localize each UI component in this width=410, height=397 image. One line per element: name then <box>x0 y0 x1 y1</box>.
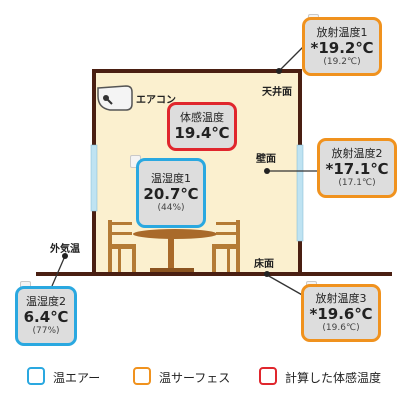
outside-temp-label: 外気温 <box>50 244 80 255</box>
temp-humidity-1-value: 20.7℃ <box>143 185 199 203</box>
temp-humidity-2-box: 温湿度2 6.4℃ (77%) <box>15 286 77 346</box>
radiant-temp-3-value: *19.6℃ <box>309 305 373 323</box>
legend-swatch-air <box>27 367 45 385</box>
chair-left <box>108 220 136 272</box>
radiant-temp-1-name: 放射温度1 <box>316 25 368 39</box>
radiant-temp-1-box: 放射温度1 *19.2℃ (19.2℃) <box>302 17 382 76</box>
radiant-temp-3-sub: (19.6℃) <box>322 323 360 333</box>
temp-humidity-1-sub: (44%) <box>157 203 185 213</box>
temp-humidity-1-name: 温湿度1 <box>151 172 191 185</box>
radiant-temp-2-name: 放射温度2 <box>331 147 383 160</box>
table-top <box>133 229 217 239</box>
right-window <box>296 144 304 242</box>
temp-humidity-2-sub: (77%) <box>32 326 60 336</box>
felt-temp-box: 体感温度 19.4℃ <box>167 102 237 151</box>
legend-label-felt: 計算した体感温度 <box>285 371 382 385</box>
aircon-icon <box>97 85 133 111</box>
leader-dots <box>62 68 282 277</box>
floor-label: 床面 <box>254 259 274 270</box>
radiant-temp-2-value: *17.1℃ <box>325 160 389 178</box>
radiant-temp-1-value: *19.2℃ <box>310 38 374 57</box>
radiant-temp-2-box: 放射温度2 *17.1℃ (17.1℃) <box>317 138 397 198</box>
felt-temp-value: 19.4℃ <box>174 124 230 142</box>
legend-swatch-surface <box>133 367 151 385</box>
felt-temp-name: 体感温度 <box>180 111 224 124</box>
legend-label-air: 温エアー <box>53 371 101 385</box>
radiant-temp-1-sub: (19.2℃) <box>323 56 361 67</box>
legend-swatch-felt <box>259 367 277 385</box>
ceiling-label: 天井面 <box>262 87 292 98</box>
temp-humidity-1-box: 温湿度1 20.7℃ (44%) <box>136 158 206 228</box>
radiant-temp-3-box: 放射温度3 *19.6℃ (19.6℃) <box>301 284 381 342</box>
legend-label-surface: 温サーフェス <box>159 371 231 385</box>
wall-label: 壁面 <box>256 154 276 165</box>
temp-humidity-2-name: 温湿度2 <box>26 295 66 308</box>
aircon-label: エアコン <box>136 95 176 106</box>
leader-lines <box>51 46 318 297</box>
chair-right <box>212 220 240 272</box>
radiant-temp-3-name: 放射温度3 <box>315 292 367 305</box>
radiant-temp-2-sub: (17.1℃) <box>338 178 376 188</box>
temp-humidity-2-value: 6.4℃ <box>23 308 69 326</box>
left-window <box>90 144 98 212</box>
